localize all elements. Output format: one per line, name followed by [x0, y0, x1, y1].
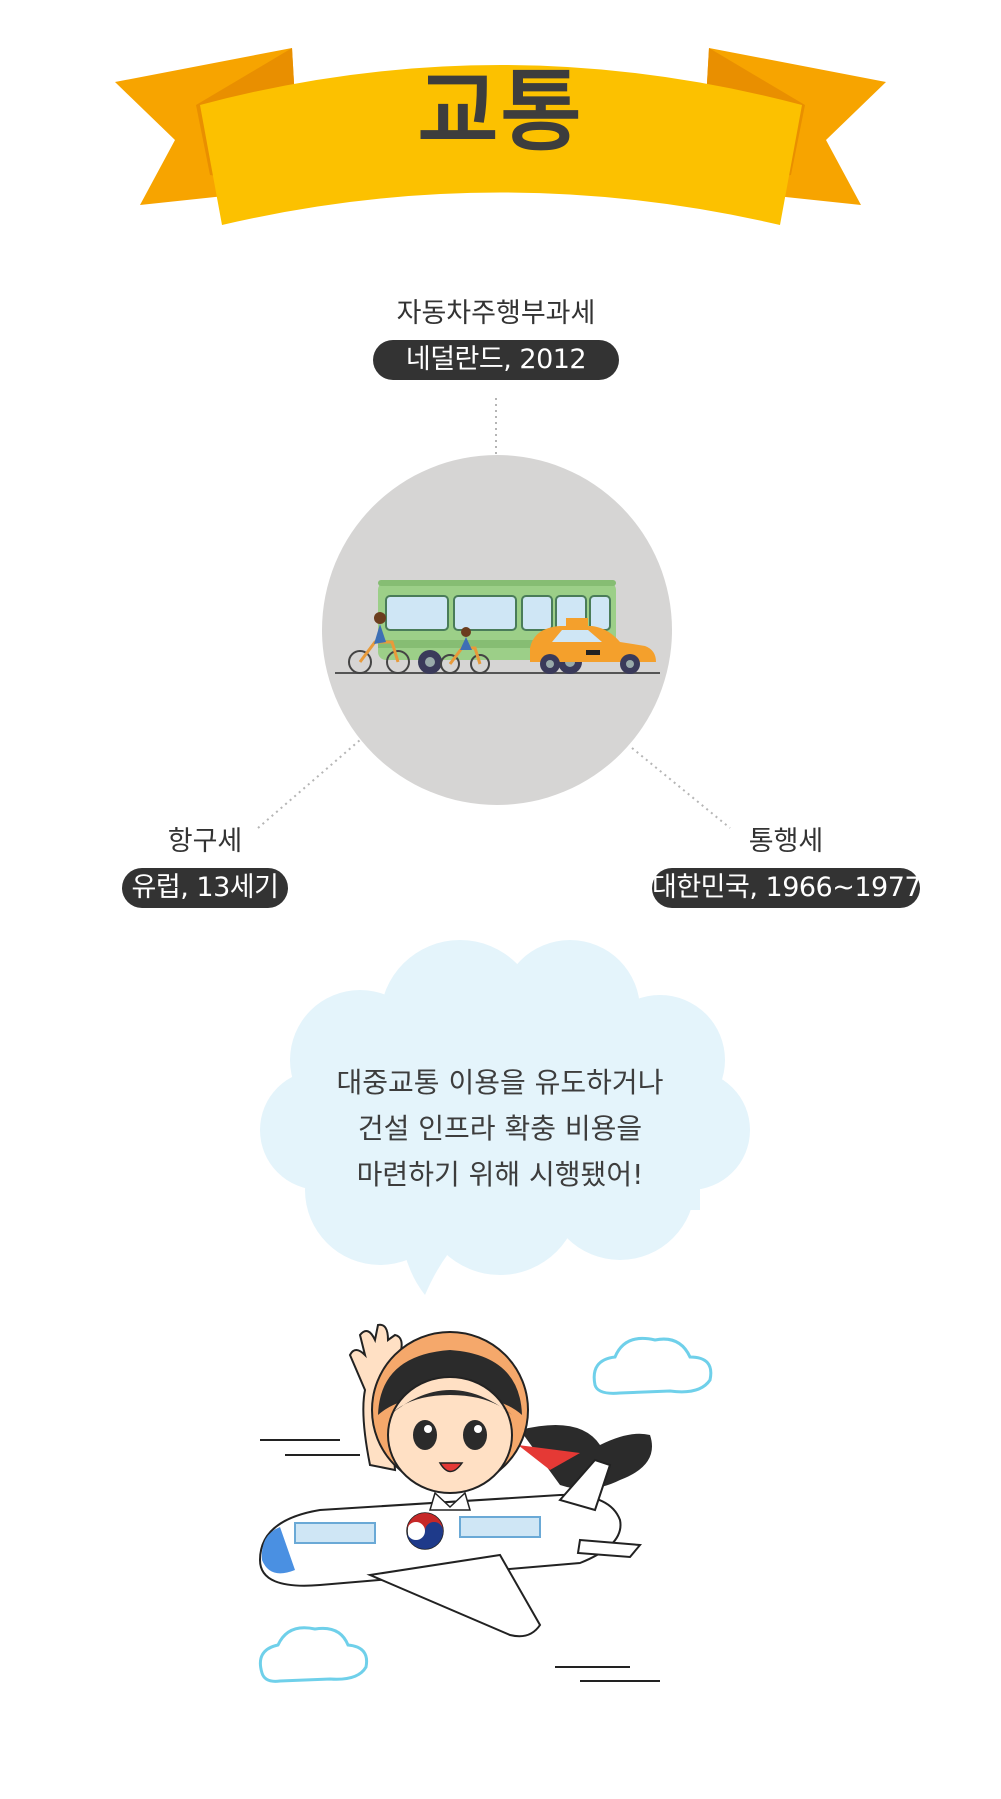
girl-character: [348, 1323, 529, 1511]
tax-origin-badge-right: 대한민국, 1966~1977: [652, 868, 922, 908]
tax-origin-badge-left: 유럽, 13세기: [122, 868, 288, 908]
speech-line: 건설 인프라 확충 비용을: [357, 1112, 643, 1145]
page-title: 교통: [417, 60, 584, 163]
connector-lines: [257, 398, 731, 829]
speech-line: 대중교통 이용을 유도하거나: [336, 1066, 664, 1099]
speed-lines: [260, 1439, 660, 1682]
airplane-icon: [258, 1458, 642, 1638]
bus-bike-taxi-illustration: [335, 580, 660, 674]
title-ribbon-banner: [115, 48, 886, 225]
speech-cloud: [260, 940, 750, 1295]
cloud-icon: [592, 1336, 713, 1395]
tax-name-top: 자동차주행부과세: [396, 298, 596, 329]
cloud-icon: [258, 1626, 369, 1683]
bicycle-rider-icon: [440, 627, 490, 674]
speech-text: 대중교통 이용을 유도하거나 건설 인프라 확충 비용을 마련하기 위해 시행됐…: [250, 1060, 750, 1198]
girl-riding-airplane-illustration: [258, 1323, 713, 1683]
tax-name-left: 항구세: [167, 826, 243, 857]
tax-name-right: 통행세: [748, 826, 824, 857]
taxi-icon: [530, 618, 656, 674]
ribbon-main-band: [200, 65, 802, 225]
bicycle-rider-icon: [348, 612, 410, 674]
speech-line: 마련하기 위해 시행됐어!: [356, 1158, 644, 1191]
tax-origin-badge-top: 네덜란드, 2012: [373, 340, 619, 380]
